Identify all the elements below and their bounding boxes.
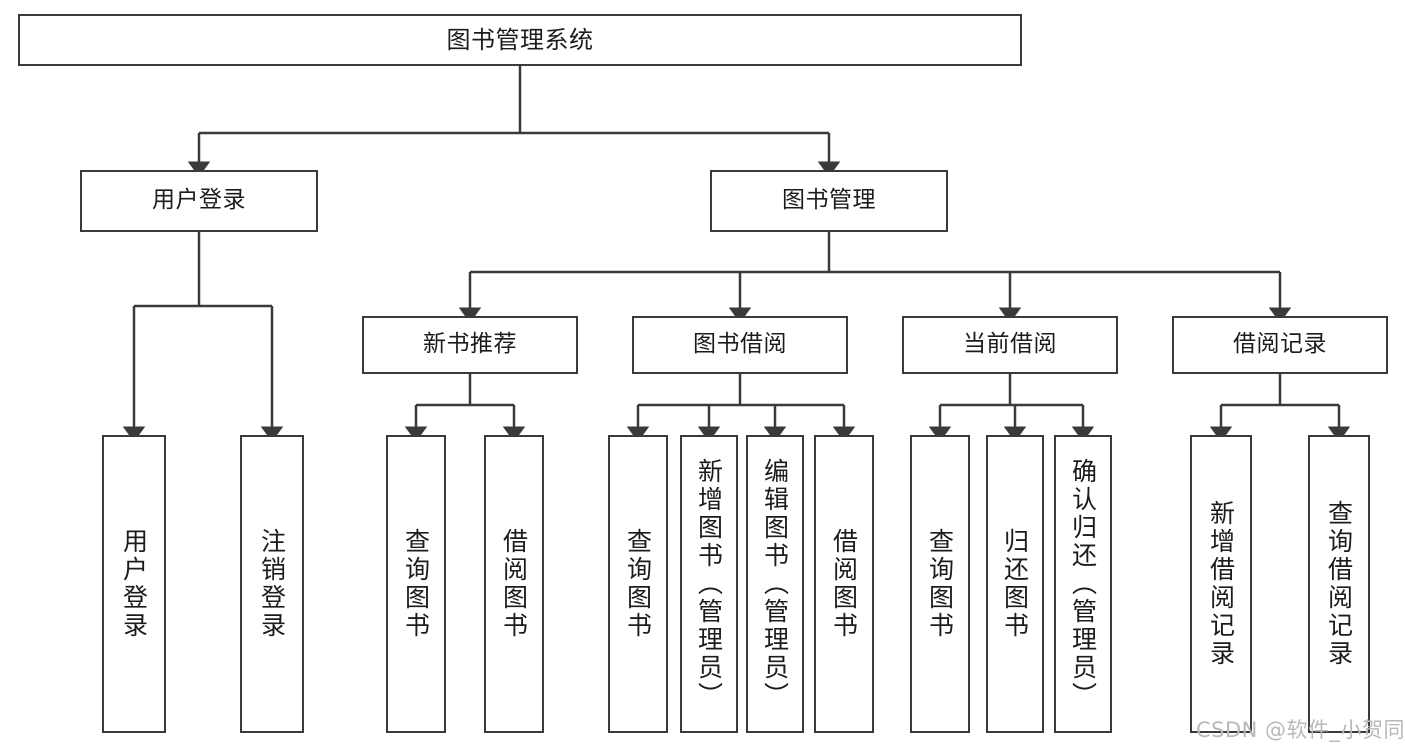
node-label: 查询图书 xyxy=(925,528,955,640)
node-label: 查询借阅记录 xyxy=(1324,500,1354,668)
node-label: 确认归还（管理员） xyxy=(1068,458,1098,710)
node-label: 查询图书 xyxy=(623,528,653,640)
node-leaf-return[interactable]: 归还图书 xyxy=(986,435,1044,733)
node-label: 图书借阅 xyxy=(693,331,787,358)
node-leaf-query-2[interactable]: 查询图书 xyxy=(608,435,668,733)
node-label: 借阅图书 xyxy=(829,528,859,640)
node-new-book-rec[interactable]: 新书推荐 xyxy=(362,316,578,374)
node-label: 新增借阅记录 xyxy=(1206,500,1236,668)
node-label: 图书管理系统 xyxy=(446,25,594,54)
node-borrow-record[interactable]: 借阅记录 xyxy=(1172,316,1388,374)
node-label: 借阅记录 xyxy=(1233,331,1327,358)
node-label: 新增图书（管理员） xyxy=(694,458,724,710)
node-root[interactable]: 图书管理系统 xyxy=(18,14,1022,66)
node-label: 图书管理 xyxy=(782,187,876,214)
node-label: 查询图书 xyxy=(401,528,431,640)
node-book-manage[interactable]: 图书管理 xyxy=(710,170,948,232)
node-book-borrow[interactable]: 图书借阅 xyxy=(632,316,848,374)
node-leaf-edit-book[interactable]: 编辑图书（管理员） xyxy=(746,435,804,733)
node-label: 归还图书 xyxy=(1000,528,1030,640)
node-leaf-confirm[interactable]: 确认归还（管理员） xyxy=(1054,435,1112,733)
node-leaf-add-rec[interactable]: 新增借阅记录 xyxy=(1190,435,1252,733)
node-label: 当前借阅 xyxy=(963,331,1057,358)
node-label: 借阅图书 xyxy=(499,528,529,640)
node-label: 新书推荐 xyxy=(423,331,517,358)
node-leaf-query-1[interactable]: 查询图书 xyxy=(386,435,446,733)
node-current-borrow[interactable]: 当前借阅 xyxy=(902,316,1118,374)
node-leaf-query-3[interactable]: 查询图书 xyxy=(910,435,970,733)
node-label: 用户登录 xyxy=(152,187,246,214)
node-user-login[interactable]: 用户登录 xyxy=(80,170,318,232)
node-leaf-add-book[interactable]: 新增图书（管理员） xyxy=(680,435,738,733)
node-leaf-borrow-1[interactable]: 借阅图书 xyxy=(484,435,544,733)
node-leaf-query-rec[interactable]: 查询借阅记录 xyxy=(1308,435,1370,733)
node-label: 用户登录 xyxy=(119,528,149,640)
node-leaf-logout[interactable]: 注销登录 xyxy=(240,435,304,733)
node-leaf-user-login[interactable]: 用户登录 xyxy=(102,435,166,733)
node-label: 编辑图书（管理员） xyxy=(760,458,790,710)
node-leaf-borrow-2[interactable]: 借阅图书 xyxy=(814,435,874,733)
node-label: 注销登录 xyxy=(257,528,287,640)
